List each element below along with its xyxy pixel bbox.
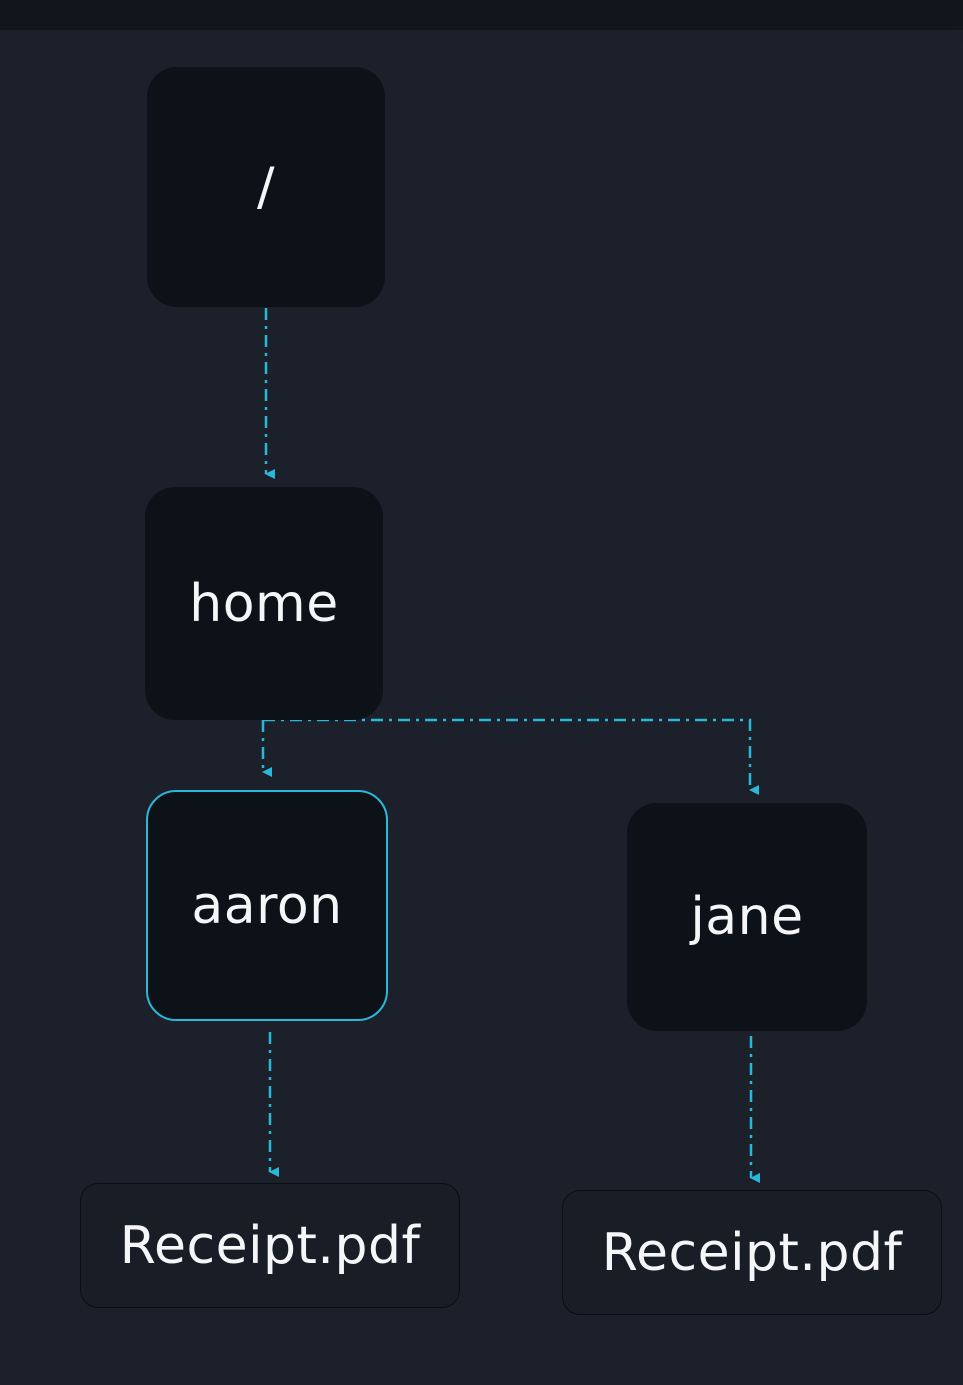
file-node-aaron-receipt-label: Receipt.pdf xyxy=(119,1215,421,1276)
file-node-jane-receipt[interactable]: Receipt.pdf xyxy=(562,1190,942,1315)
folder-node-home[interactable]: home xyxy=(145,487,383,720)
folder-node-root-label: / xyxy=(256,157,276,217)
folder-node-aaron[interactable]: aaron xyxy=(146,790,388,1021)
folder-node-aaron-label: aaron xyxy=(191,875,343,936)
file-node-aaron-receipt[interactable]: Receipt.pdf xyxy=(80,1183,460,1308)
file-node-jane-receipt-label: Receipt.pdf xyxy=(601,1222,903,1283)
edge-home-jane xyxy=(263,718,759,795)
folder-node-root[interactable]: / xyxy=(147,67,385,307)
folder-node-jane-label: jane xyxy=(690,887,804,947)
folder-node-home-label: home xyxy=(189,573,339,634)
top-bar xyxy=(0,0,963,30)
folder-node-jane[interactable]: jane xyxy=(627,803,867,1031)
